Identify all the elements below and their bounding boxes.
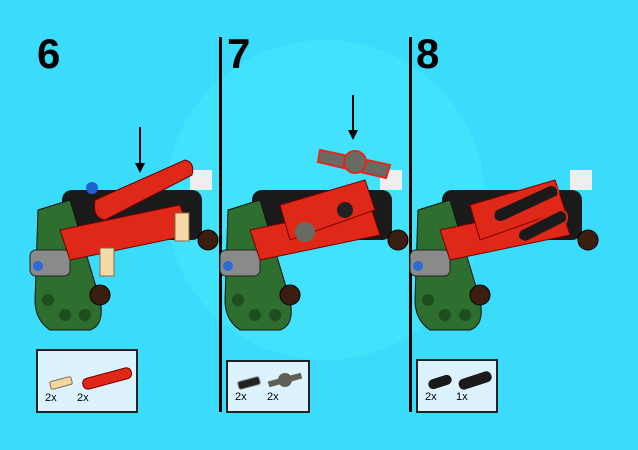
part-quantity: 1x	[456, 391, 468, 403]
parts-list-step-8: 2x 1x	[416, 359, 498, 413]
tan-axle-pin-icon	[49, 376, 73, 390]
step-number: 8	[416, 30, 439, 77]
part-quantity: 2x	[425, 391, 437, 403]
part-quantity: 2x	[267, 391, 279, 403]
part-quantity: 2x	[235, 391, 247, 403]
part-quantity: 2x	[77, 392, 89, 404]
black-axle-pin-icon	[237, 376, 261, 390]
part-quantity: 2x	[45, 392, 57, 404]
step-number: 6	[37, 30, 60, 77]
parts-list-step-7: 2x 2x	[226, 360, 310, 413]
divider	[219, 37, 222, 412]
model-step-7	[219, 95, 409, 331]
red-beam-icon	[82, 367, 133, 390]
parts-list-step-6: 2x 2x	[36, 349, 138, 413]
divider	[409, 37, 412, 412]
red-beam	[94, 159, 194, 221]
base-assembly	[29, 170, 219, 331]
black-beam-3-icon	[428, 374, 452, 390]
step-number: 7	[227, 30, 250, 77]
black-beam-4-icon	[458, 371, 492, 390]
model-step-6	[29, 127, 219, 331]
gray-connector-icon	[267, 372, 303, 388]
